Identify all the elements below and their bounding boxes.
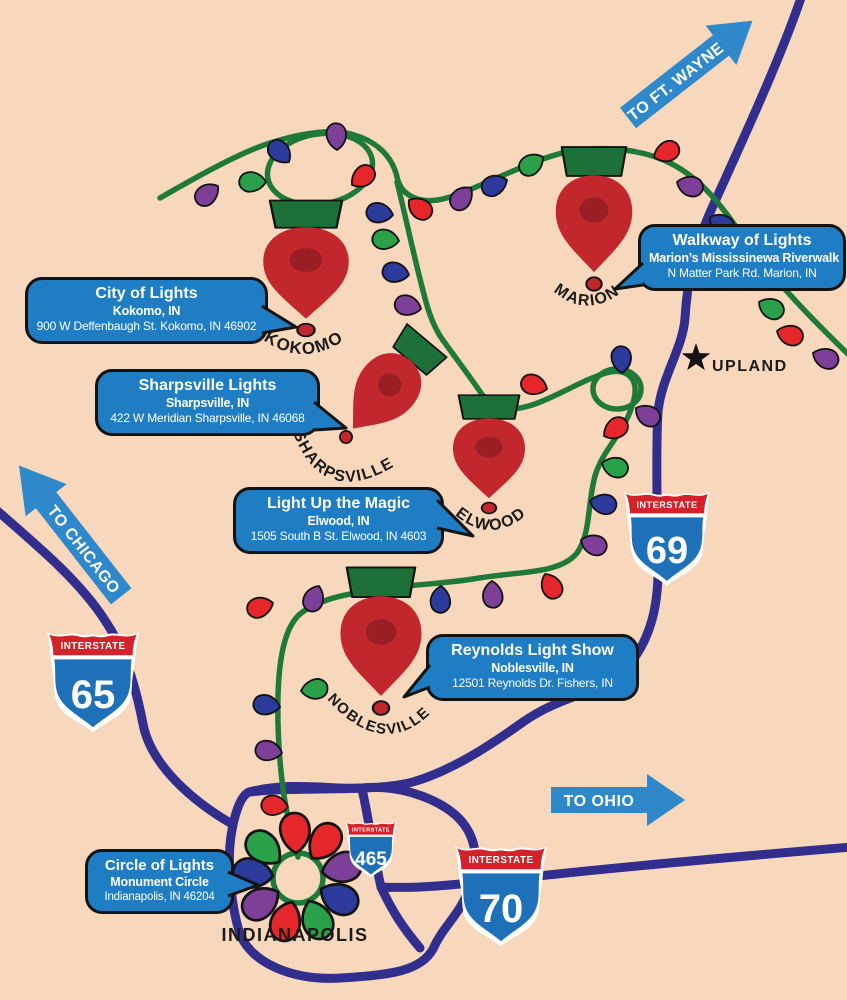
highway-connector xyxy=(376,882,425,953)
callout-address: 1505 South B St. Elwood, IN 4603 xyxy=(250,528,427,543)
callout-subtitle: Marion’s Mississinewa Riverwalk xyxy=(649,250,839,265)
city-label-upland: UPLAND xyxy=(712,358,788,375)
bulb-icon xyxy=(238,170,268,193)
callout-pointer xyxy=(227,870,260,898)
shield-number: 465 xyxy=(355,849,387,870)
callout-walkway-of-lights: Walkway of Lights Marion’s Mississinewa … xyxy=(613,224,846,291)
bulb-icon xyxy=(392,292,425,319)
callout-title: Sharpsville Lights xyxy=(138,377,277,394)
arrow-label: TO OHIO xyxy=(564,793,635,810)
interstate-shield-65: INTERSTATE 65 xyxy=(47,632,139,733)
shield-banner-text: INTERSTATE xyxy=(60,641,125,652)
callout-circle-of-lights: Circle of Lights Monument Circle Indiana… xyxy=(85,849,260,915)
shield-banner-text: INTERSTATE xyxy=(636,500,697,510)
callout-reynolds-light-show: Reynolds Light Show Noblesville, IN 1250… xyxy=(402,634,639,701)
shield-banner-text: INTERSTATE xyxy=(468,855,533,866)
bulb-icon xyxy=(277,810,313,856)
arrow-to-ohio: TO OHIO xyxy=(551,774,685,826)
callout-subtitle: Monument Circle xyxy=(110,874,209,889)
highway-i70 xyxy=(376,842,847,892)
city-label-indianapolis: INDIANAPOLIS xyxy=(221,925,368,945)
callout-title: Light Up the Magic xyxy=(266,495,411,512)
bulb-icon xyxy=(773,321,807,349)
callout-subtitle: Noblesville, IN xyxy=(491,660,574,675)
interstate-shield-70: INTERSTATE 70 xyxy=(455,846,547,947)
callout-address: Indianapolis, IN 46204 xyxy=(104,890,215,903)
bulb-icon xyxy=(673,172,707,200)
upland-star-icon xyxy=(681,343,711,371)
bulb-icon xyxy=(189,177,225,212)
callout-subtitle: Kokomo, IN xyxy=(112,303,181,318)
arrow-label: TO FT. WAYNE xyxy=(625,40,727,125)
arrow-to-ft-wayne: TO FT. WAYNE xyxy=(619,20,753,129)
callout-address: 422 W Meridian Sharpsville, IN 46068 xyxy=(110,410,305,425)
shield-number: 65 xyxy=(71,673,116,717)
interstate-shield-465: INTERSTATE 465 xyxy=(345,821,397,878)
bulb-icon xyxy=(753,292,788,324)
bulb-icon xyxy=(298,676,331,703)
bulb-icon xyxy=(364,200,395,225)
light-string-south xyxy=(275,179,638,860)
bulb-icon xyxy=(517,371,551,399)
shield-banner-text: INTERSTATE xyxy=(352,828,390,834)
city-marker-elwood xyxy=(451,394,527,515)
callout-title: Walkway of Lights xyxy=(672,232,812,249)
bulb-icon xyxy=(429,585,452,614)
bulb-icon xyxy=(535,568,568,604)
bulb-icon xyxy=(808,343,843,373)
callout-subtitle: Sharpsville, IN xyxy=(165,395,250,410)
bulb-icon xyxy=(649,136,684,168)
callout-pointer xyxy=(613,261,645,291)
callout-title: Circle of Lights xyxy=(104,857,215,874)
bulb-icon xyxy=(480,579,505,610)
shield-number: 69 xyxy=(646,530,688,572)
bulb-icon xyxy=(324,121,349,152)
callout-pointer xyxy=(402,664,432,699)
bulb-icon xyxy=(243,592,278,622)
callout-address: 900 W Deffenbaugh St. Kokomo, IN 46902 xyxy=(36,318,257,333)
bulb-icon xyxy=(370,227,401,251)
interstate-shields: INTERSTATE 69 INTERSTATE 65 INTERSTATE 7… xyxy=(47,491,711,947)
callout-title: City of Lights xyxy=(95,285,198,302)
callout-pointer xyxy=(435,498,475,538)
shield-number: 70 xyxy=(479,887,524,931)
callout-title: Reynolds Light Show xyxy=(451,642,614,659)
callout-pointer xyxy=(261,304,298,335)
callout-subtitle: Elwood, IN xyxy=(307,513,370,528)
callout-city-of-lights: City of Lights Kokomo, IN 900 W Deffenba… xyxy=(25,277,298,344)
callout-pointer xyxy=(313,400,348,432)
callout-address: 12501 Reynolds Dr. Fishers, IN xyxy=(452,675,613,690)
bulb-icon xyxy=(380,260,412,285)
callout-sharpsville-lights: Sharpsville Lights Sharpsville, IN 422 W… xyxy=(95,369,348,436)
callout-address: N Matter Park Rd. Marion, IN xyxy=(667,265,817,280)
callout-light-up-the-magic: Light Up the Magic Elwood, IN 1505 South… xyxy=(233,487,475,554)
bulb-icon xyxy=(514,147,550,181)
arrow-label: TO CHICAGO xyxy=(43,503,122,598)
interstate-shield-69: INTERSTATE 69 xyxy=(623,491,711,586)
